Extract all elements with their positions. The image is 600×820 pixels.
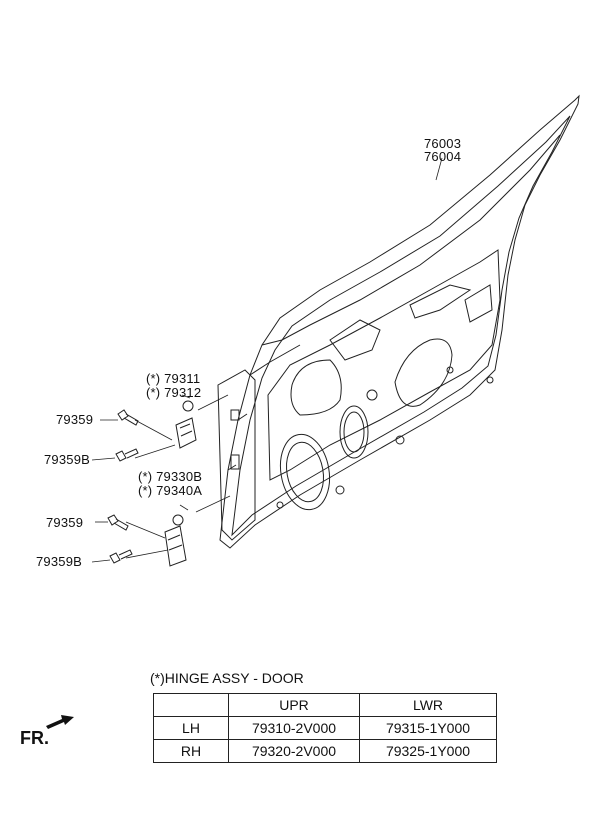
lower-hinge-assy	[164, 514, 187, 567]
label-bolt-79359B-upper: 79359B	[44, 452, 91, 467]
bolt-icon-lower-1	[107, 514, 129, 531]
hinge-assy-note: (*)HINGE ASSY - DOOR	[150, 670, 304, 686]
table-row: RH 79320-2V000 79325-1Y000	[153, 739, 497, 763]
bolt-icon-upper-1	[117, 409, 139, 426]
table-cell: LH	[153, 716, 229, 740]
door-frame	[219, 94, 580, 549]
table-header-cell: LWR	[359, 693, 497, 717]
label-door-76004: 76004	[424, 149, 462, 164]
leader-lines	[91, 157, 443, 563]
table-cell: 79320-2V000	[228, 739, 360, 763]
door-inner-panel	[267, 249, 501, 511]
table-cell: 79325-1Y000	[359, 739, 497, 763]
bolt-icon-upper-2	[115, 448, 139, 462]
label-door-76003: 76003	[424, 136, 462, 151]
table-row: LH 79310-2V000 79315-1Y000	[153, 716, 497, 740]
front-arrow-icon	[46, 715, 74, 729]
label-bolt-79359B-lower: 79359B	[36, 554, 83, 569]
label-hinge-79312: (*) 79312	[146, 385, 202, 400]
front-direction-label: FR.	[20, 728, 49, 748]
table-header-row: UPR LWR	[153, 693, 497, 717]
label-hinge-79330B: (*) 79330B	[138, 469, 203, 484]
bolt-icon-lower-2	[109, 549, 133, 564]
table-header-cell	[153, 693, 229, 717]
hinge-part-table: UPR LWR LH 79310-2V000 79315-1Y000 RH 79…	[153, 693, 497, 763]
table-cell: 79315-1Y000	[359, 716, 497, 740]
label-bolt-79359-lower: 79359	[46, 515, 84, 530]
upper-hinge-assy	[175, 400, 197, 449]
label-hinge-79340A: (*) 79340A	[138, 483, 203, 498]
door-hinge-face	[217, 369, 256, 541]
table-header-cell: UPR	[228, 693, 360, 717]
table-cell: 79310-2V000	[228, 716, 360, 740]
label-hinge-79311: (*) 79311	[146, 371, 201, 386]
label-bolt-79359-upper: 79359	[56, 412, 94, 427]
table-cell: RH	[153, 739, 229, 763]
